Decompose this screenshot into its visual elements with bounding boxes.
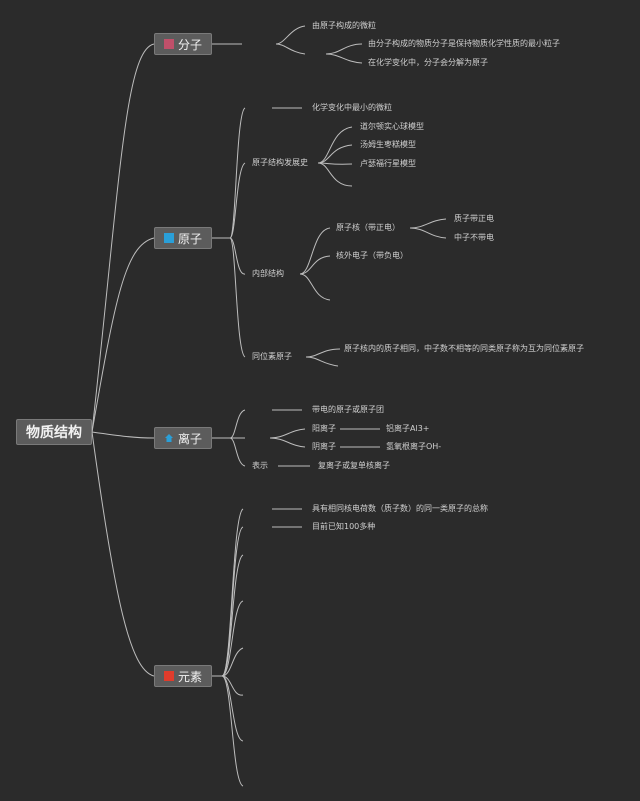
atom-nucleus: 原子核（带正电） [336,223,400,232]
ion-label: 离子 [177,431,202,446]
ion-cation-example: 铝离子Al3+ [386,424,430,433]
ion-def: 带电的原子或原子团 [312,405,384,414]
root-node[interactable]: 物质结构 [16,419,92,445]
atom-node[interactable]: 原子 [154,227,212,249]
atom-nucleus-part-2: 中子不带电 [454,233,494,242]
ion-anion-example: 氢氧根离子OH- [386,442,442,451]
root-label: 物质结构 [26,425,82,441]
atom-def: 化学变化中最小的微粒 [312,103,392,112]
pink-square-icon [163,39,174,49]
red-square-icon [163,671,174,681]
molecule-node[interactable]: 分子 [154,33,212,55]
blue-square-icon [163,233,174,243]
atom-model-2: 汤姆生枣糕模型 [360,140,416,149]
element-count: 目前已知100多种 [312,522,376,531]
element-def: 具有相同核电荷数（质子数）的同一类原子的总称 [312,504,488,513]
molecule-detail-2: 在化学变化中，分子会分解为原子 [368,58,488,67]
molecule-detail-1: 由分子构成的物质分子是保持物质化学性质的最小粒子 [368,39,560,48]
atom-label: 原子 [177,231,202,246]
ion-cation: 阳离子 [312,424,336,433]
blue-house-icon [164,434,173,442]
ion-notation-desc: 复离子或复单核离子 [318,461,390,470]
atom-isotope-desc: 原子核内的质子相同，中子数不相等的同类原子称为互为同位素原子 [344,344,584,353]
atom-nucleus-part-1: 质子带正电 [454,214,494,223]
molecule-label: 分子 [177,37,202,52]
atom-history-label: 原子结构发展史 [252,158,308,167]
ion-anion: 阴离子 [312,442,336,451]
atom-isotope-label: 同位素原子 [252,352,292,361]
atom-model-1: 道尔顿实心球模型 [360,122,424,131]
element-label: 元素 [177,669,202,684]
ion-node[interactable]: 离子 [154,427,212,449]
molecule-def: 由原子构成的微粒 [312,21,376,30]
atom-model-3: 卢瑟福行星模型 [360,159,416,168]
ion-notation-label: 表示 [252,461,268,470]
atom-internal-label: 内部结构 [252,269,284,278]
element-node[interactable]: 元素 [154,665,212,687]
atom-electrons: 核外电子（带负电） [336,251,408,260]
